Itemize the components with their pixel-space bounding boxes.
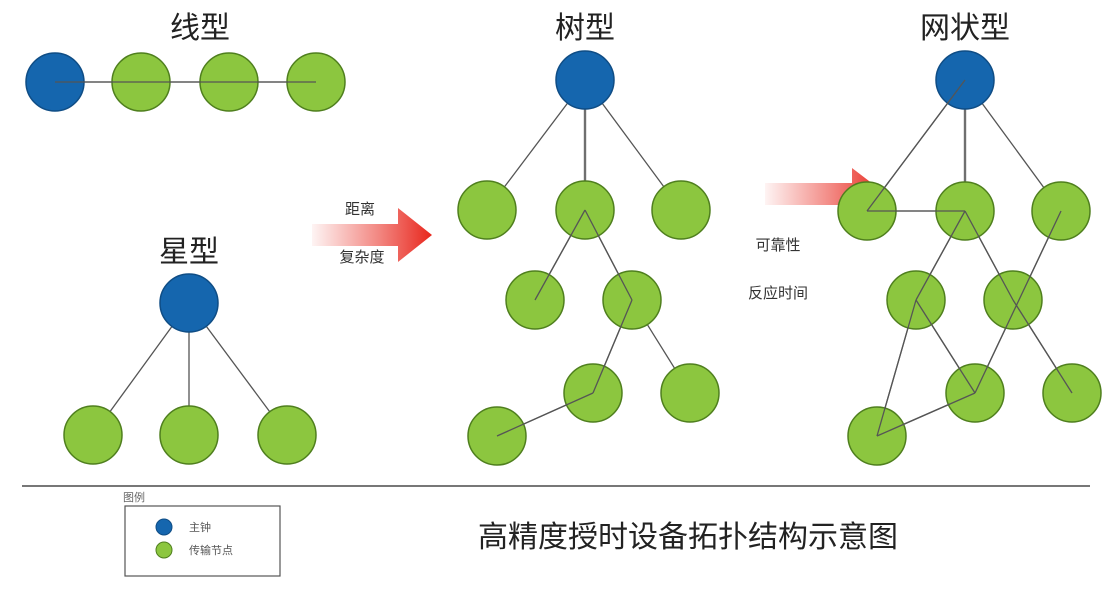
tree-edge-overlay (496, 392, 594, 437)
legend: 图例 主钟 传输节点 (123, 490, 281, 577)
arrow-1-label-bottom: 复杂度 (339, 248, 384, 266)
legend-label-main: 主钟 (189, 520, 211, 534)
star-topology (63, 273, 317, 465)
mesh-edge-overlay (974, 210, 1062, 394)
star-node-2 (159, 405, 219, 465)
title-mesh: 网状型 (920, 11, 1010, 46)
legend-title: 图例 (123, 490, 145, 504)
legend-transfer-node-icon (155, 541, 173, 559)
mesh-topology (837, 50, 1102, 466)
mesh-edge-overlay (964, 210, 1014, 301)
star-node-1 (63, 405, 123, 465)
tree-topology (457, 50, 720, 466)
mesh-edge-overlay (1012, 299, 1073, 394)
tree-edge-overlay (534, 209, 586, 301)
legend-main-node-icon (155, 518, 173, 536)
mesh-edge-overlay (915, 299, 976, 394)
arrow-1-shape (312, 208, 432, 262)
title-line: 线型 (170, 11, 230, 46)
mesh-edge-overlay (915, 210, 966, 301)
tree-edge-overlay (592, 299, 633, 394)
tree-edge-overlay (584, 209, 633, 301)
title-star: 星型 (159, 235, 219, 270)
legend-label-transfer: 传输节点 (189, 543, 233, 557)
legend-box (124, 505, 281, 577)
arrow-1: 距离 复杂度 (312, 200, 432, 266)
mesh-edge-overlay (876, 392, 976, 437)
mesh-edge-overlay (876, 299, 917, 437)
tree-node (660, 363, 720, 423)
arrow-1-label-top: 距离 (345, 200, 375, 218)
mesh-edge-overlay (866, 79, 966, 212)
star-main-node (159, 273, 219, 333)
tree-node (457, 180, 517, 240)
star-node-3 (257, 405, 317, 465)
line-topology (25, 52, 346, 112)
tree-node (651, 180, 711, 240)
tree-main-node (555, 50, 615, 110)
diagram-caption: 高精度授时设备拓扑结构示意图 (478, 520, 898, 555)
arrow-2-label-top: 可靠性 (755, 236, 800, 254)
arrow-2-label-bottom: 反应时间 (748, 284, 808, 302)
title-tree: 树型 (555, 11, 615, 46)
